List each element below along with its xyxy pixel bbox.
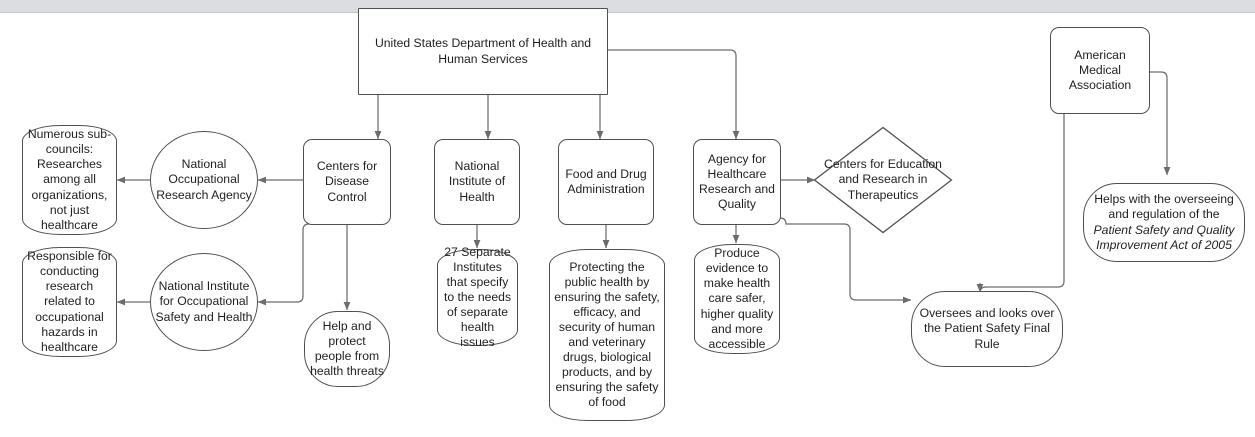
- node-subcouncils[interactable]: Numerous sub-councils: Researches among …: [22, 125, 117, 235]
- edge-cdc-niosh: [257, 223, 310, 306]
- node-nora[interactable]: National Occupational Research Agency: [150, 131, 258, 229]
- edge-ama-helps: [1150, 71, 1171, 176]
- node-fda-child[interactable]: Protecting the public health by ensuring…: [549, 249, 665, 421]
- node-responsible[interactable]: Responsible for conducting research rela…: [22, 247, 117, 357]
- node-cert[interactable]: Centers for Education and Research in Th…: [813, 126, 953, 234]
- node-ahrq[interactable]: Agency for Healthcare Research and Quali…: [693, 139, 781, 225]
- node-nih[interactable]: National Institute of Health: [434, 139, 520, 225]
- node-subcouncils-label: Numerous sub-councils: Researches among …: [27, 127, 112, 232]
- node-niosh-label: National Institute for Occupational Safe…: [155, 279, 253, 324]
- node-hhs-label: United States Department of Health and H…: [374, 36, 592, 66]
- node-nih-label: National Institute of Health: [448, 159, 506, 204]
- node-cdc-label: Centers for Disease Control: [316, 159, 378, 204]
- node-fda-child-label: Protecting the public health by ensuring…: [554, 259, 660, 410]
- node-nora-label: National Occupational Research Agency: [156, 157, 252, 202]
- edge-hhs-ahrq: [607, 49, 740, 140]
- node-helps-label-italic: Patient Safety and Quality Improvement A…: [1093, 222, 1235, 252]
- edge-ama-oversees-path: [979, 114, 1065, 294]
- node-fda-label: Food and Drug Administration: [565, 166, 647, 196]
- node-ahrq-label: Agency for Healthcare Research and Quali…: [699, 151, 775, 212]
- node-hhs[interactable]: United States Department of Health and H…: [358, 8, 608, 95]
- window-top-bar: [0, 0, 1255, 13]
- node-ahrq-child-label: Produce evidence to make health care saf…: [700, 246, 774, 351]
- node-helps-label: Helps with the overseeing and regulation…: [1084, 192, 1244, 252]
- node-cert-label: Centers for Education and Research in Th…: [824, 157, 942, 202]
- node-fda[interactable]: Food and Drug Administration: [558, 139, 654, 225]
- node-responsible-label: Responsible for conducting research rela…: [27, 249, 112, 354]
- node-ama-label: American Medical Association: [1068, 47, 1132, 93]
- diamond-shape-icon: [813, 126, 953, 234]
- node-niosh[interactable]: National Institute for Occupational Safe…: [150, 253, 258, 351]
- node-ahrq-child[interactable]: Produce evidence to make health care saf…: [694, 244, 780, 354]
- node-ama[interactable]: American Medical Association: [1050, 27, 1150, 114]
- node-cdc-child-label: Help and protect people from health thre…: [310, 318, 384, 379]
- node-oversees-label: Oversees and looks over the Patient Safe…: [919, 306, 1055, 351]
- node-cdc[interactable]: Centers for Disease Control: [303, 139, 391, 225]
- node-helps-label-plain: Helps with the overseeing and regulation…: [1094, 192, 1234, 222]
- node-nih-child[interactable]: 27 Separate Institutes that specify to t…: [437, 245, 518, 349]
- node-helps[interactable]: Helps with the overseeing and regulation…: [1083, 183, 1245, 262]
- node-nih-child-label: 27 Separate Institutes that specify to t…: [443, 244, 512, 350]
- node-oversees[interactable]: Oversees and looks over the Patient Safe…: [911, 291, 1063, 367]
- node-cdc-child[interactable]: Help and protect people from health thre…: [304, 311, 390, 387]
